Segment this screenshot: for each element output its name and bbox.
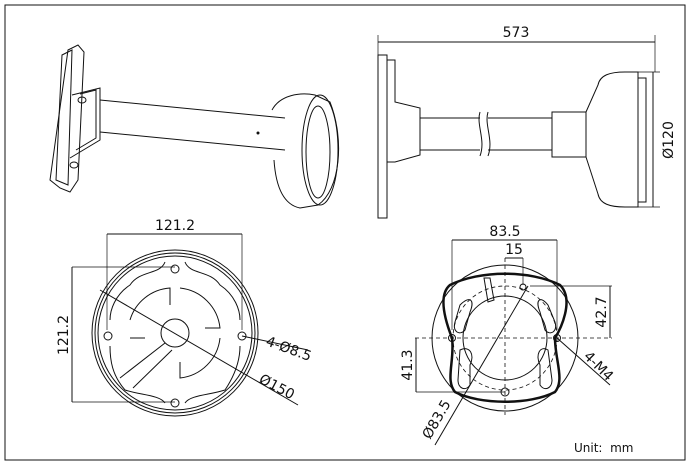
mount-plate-view (415, 239, 612, 446)
mount-screws-label: 4-M4 (580, 349, 616, 385)
unit-label: Unit: mm (574, 441, 633, 455)
mount-upper-height-label: 42.7 (594, 296, 610, 327)
bracket-perspective-view (49, 44, 340, 209)
base-holes-label: 4-Ø8.5 (264, 334, 314, 365)
side-length-label: 573 (503, 25, 530, 41)
base-diameter-label: Ø150 (256, 371, 297, 403)
mount-lower-height-label: 41.3 (400, 349, 416, 380)
base-height-label: 121.2 (56, 315, 72, 355)
mount-width-label: 83.5 (489, 224, 520, 240)
drawing-frame (4, 4, 686, 461)
mount-offset-label: 15 (505, 242, 523, 258)
base-plate-view (71, 233, 309, 417)
base-width-label: 121.2 (155, 218, 195, 234)
bracket-side-view (377, 35, 660, 219)
side-diameter-label: Ø120 (661, 121, 677, 159)
